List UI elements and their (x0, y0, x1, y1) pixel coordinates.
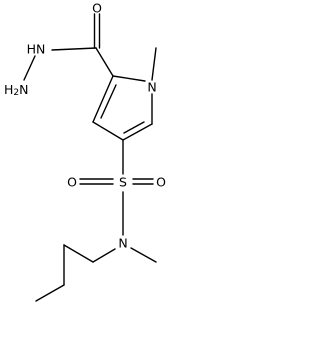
atom-hydrazide-nh2: H2N (4, 82, 29, 99)
atom-sulfur: S (119, 175, 127, 190)
atom-sulfonyl-o-left: O (67, 175, 77, 190)
bond-ring-c2-n1 (112, 75, 146, 82)
atom-hydrazide-nh: HN (27, 42, 46, 57)
bond-butyl-4 (35, 284, 65, 302)
atom-sulfonamide-n: N (118, 236, 127, 251)
bond-ring-c3-c2-a (92, 75, 114, 123)
atom-ring-n: N (147, 80, 156, 95)
atom-labels: O HN H2N N S O O N (4, 1, 166, 251)
bond-ring-c3-c2-b (100, 84, 117, 119)
atom-sulfonyl-o-right: O (156, 175, 166, 190)
bond-carbonyl-c-ring (95, 47, 114, 77)
atom-o-carbonyl: O (92, 1, 102, 16)
bond-ring-c5-c4-a (122, 123, 153, 141)
bond-carbonyl-c-nh (51, 47, 97, 51)
bonds (23, 13, 157, 302)
bond-ring-c4-c3 (92, 121, 124, 141)
bond-butyl-1 (92, 248, 116, 263)
bond-butyl-2 (63, 244, 94, 263)
bond-ring-c5-c4-b (123, 121, 145, 134)
structure-diagram: O HN H2N N S O O N (4, 1, 166, 302)
atom-hydrazide-nh2-text: H2N (4, 82, 29, 99)
bond-sulfonamide-n-methyl (130, 247, 157, 263)
bond-nh-nh2 (23, 55, 36, 81)
bond-ring-n-methyl (151, 47, 157, 81)
